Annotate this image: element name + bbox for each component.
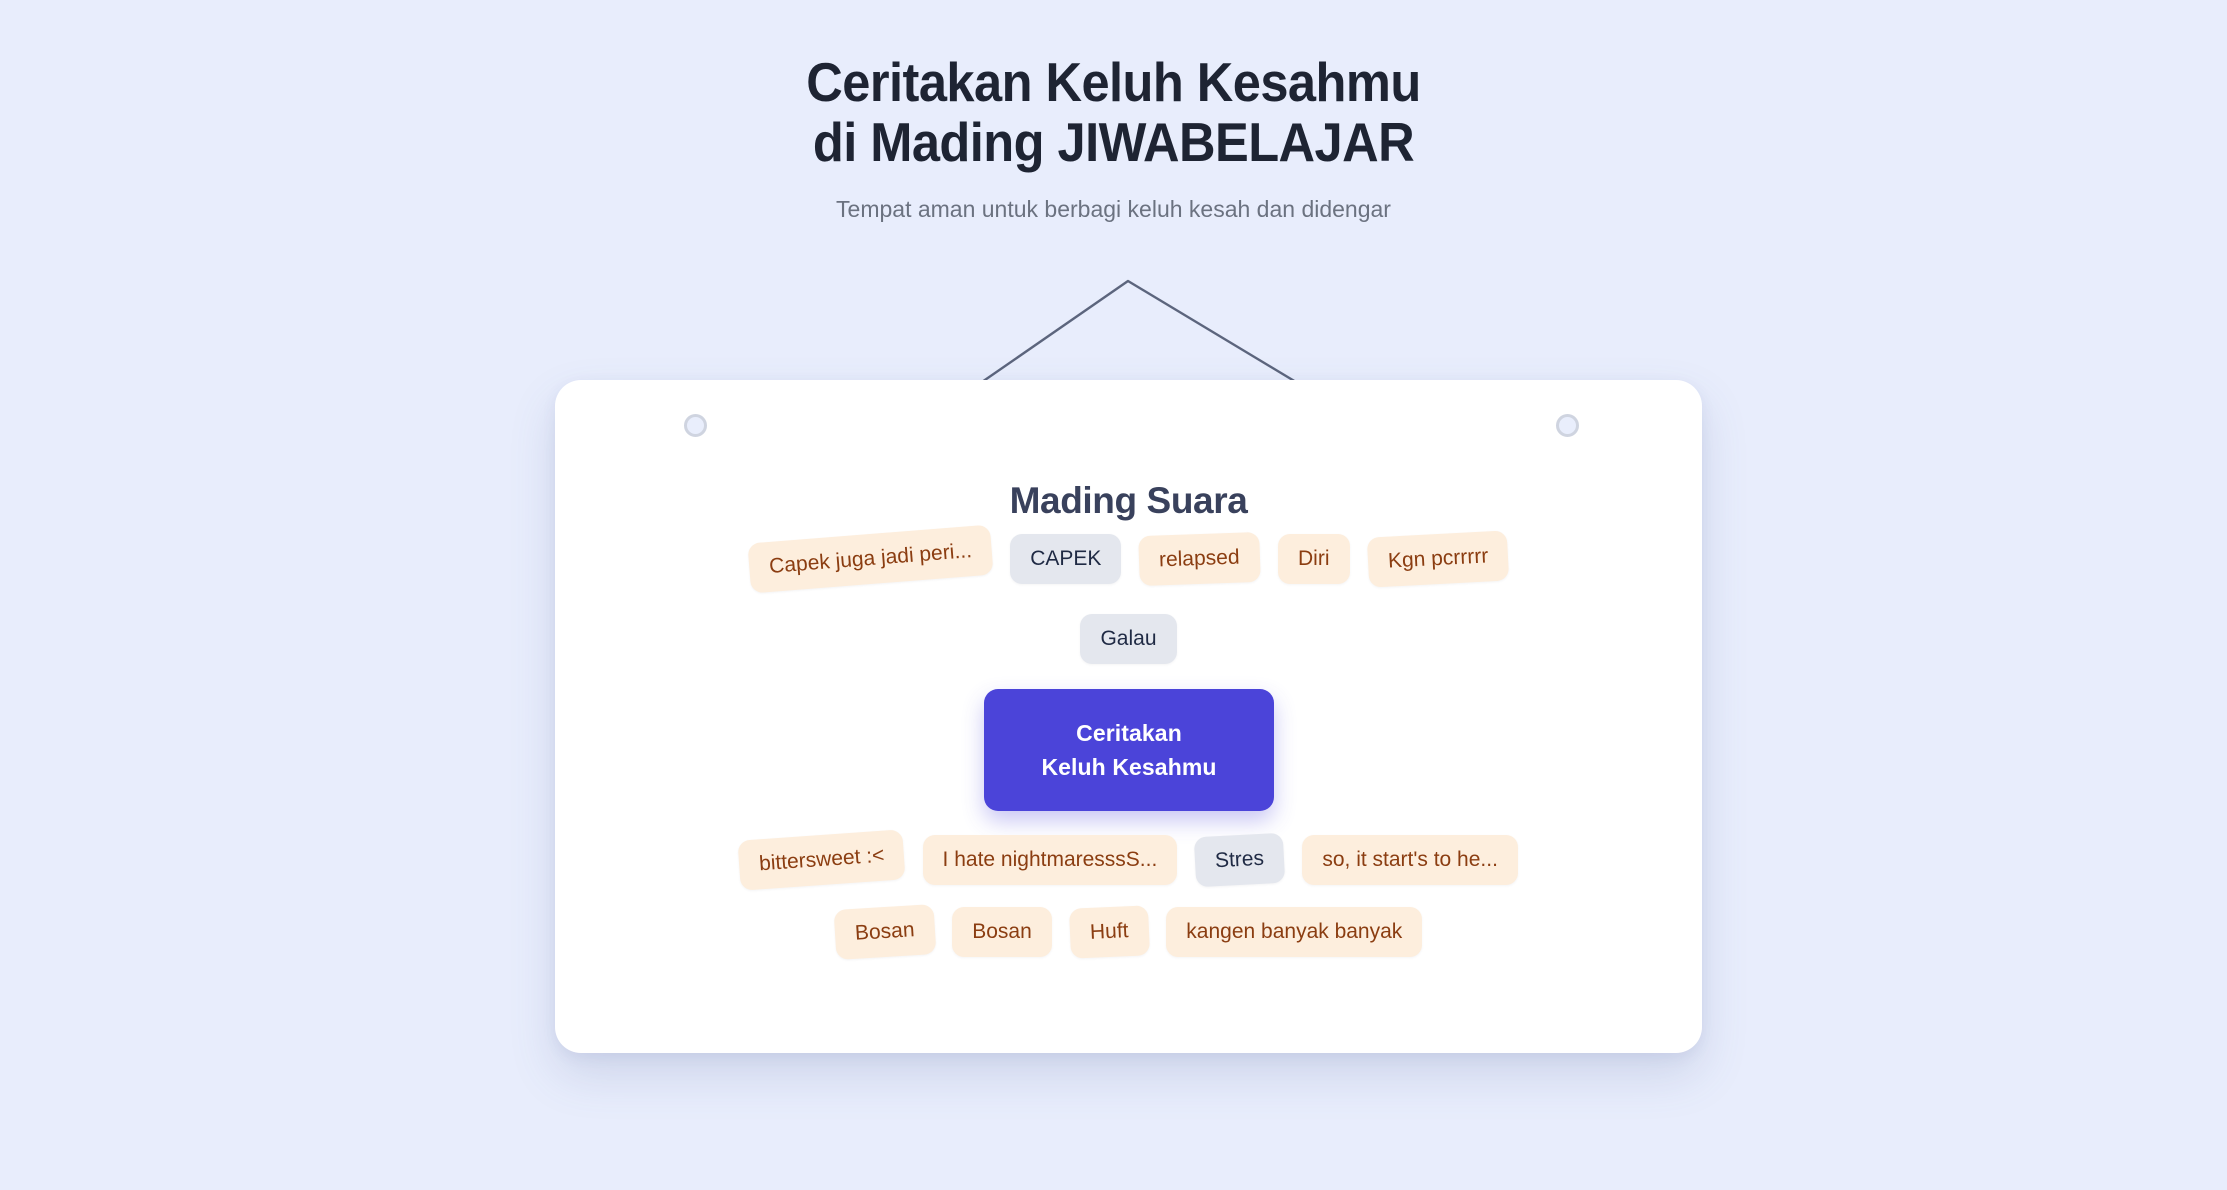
note-chip[interactable]: CAPEK [1010,534,1122,584]
pin-right-icon [1556,414,1579,437]
pin-left-icon [684,414,707,437]
note-chip[interactable]: bittersweet :< [737,829,907,891]
note-chip[interactable]: Bosan [833,904,936,960]
note-chip[interactable]: I hate nightmaresssS... [922,835,1178,885]
cta-line-2: Keluh Kesahmu [1041,754,1217,780]
page-title-line-2: di Mading JIWABELAJAR [812,111,1415,173]
note-chip[interactable]: Capek juga jadi peri... [747,524,994,594]
note-chip[interactable]: Bosan [952,907,1052,957]
page-title: Ceritakan Keluh Kesahmu di Mading JIWABE… [89,52,2138,172]
note-row-3: bittersweet :< I hate nightmaresssS... Str… [555,829,1702,891]
share-story-button[interactable]: Ceritakan Keluh Kesahmu [984,689,1274,811]
note-row-1: Capek juga jadi peri... CAPEK relapsed Diri… [555,524,1702,594]
note-chip[interactable]: Stres [1194,832,1286,888]
note-chip[interactable]: Kgn pcrrrrr [1366,530,1510,588]
note-chip[interactable]: Diri [1278,534,1350,584]
page-subtitle: Tempat aman untuk berbagi keluh kesah da… [836,196,1391,222]
note-chip[interactable]: kangen banyak banyak [1166,907,1423,957]
note-row-4: Bosan Bosan Huft kangen banyak banyak [555,904,1702,960]
note-chip[interactable]: Galau [1080,614,1177,664]
note-row-2: Galau [555,614,1702,664]
page-title-line-1: Ceritakan Keluh Kesahmu [806,51,1421,113]
note-chip[interactable]: relapsed [1138,531,1261,587]
note-chip[interactable]: Huft [1068,905,1150,959]
note-chip[interactable]: so, it start's to he... [1302,835,1518,885]
cta-line-1: Ceritakan [1076,720,1182,746]
page-header: Ceritakan Keluh Kesahmu di Mading JIWABE… [0,52,2227,224]
board-title: Mading Suara [1009,480,1248,521]
